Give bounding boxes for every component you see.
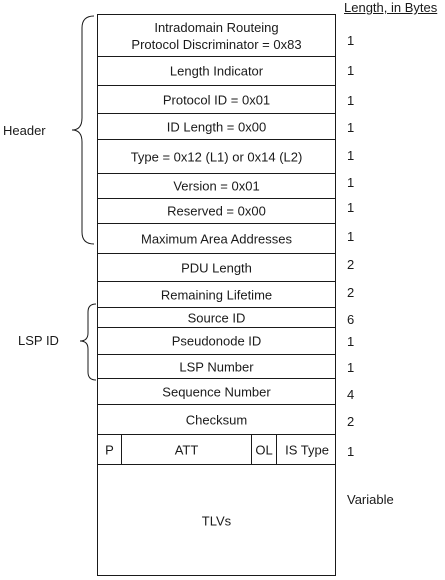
field-length: 1 (347, 148, 355, 163)
field-row: Checksum (98, 404, 335, 434)
field-label: Reserved = 0x00 (167, 203, 266, 219)
field-row: Length Indicator (98, 56, 335, 85)
field-length: 1 (347, 334, 355, 349)
field-row: Sequence Number (98, 378, 335, 404)
field-label: Length Indicator (169, 63, 264, 79)
field-length: 1 (347, 93, 355, 108)
flag-subfield: P (98, 435, 121, 464)
length-column-header: Length, in Bytes (344, 0, 438, 15)
field-label: TLVs (201, 513, 232, 529)
field-length: 1 (347, 229, 355, 244)
field-row: Version = 0x01 (98, 173, 335, 198)
flag-subfield: OL (251, 435, 276, 464)
field-length: 2 (347, 257, 355, 272)
field-label: ID Length = 0x00 (166, 119, 267, 134)
field-row: Reserved = 0x00 (98, 198, 335, 223)
field-row: Source ID (98, 307, 335, 327)
lsp-id-group-label: LSP ID (18, 333, 59, 348)
field-label: Source ID (187, 310, 246, 325)
field-row: Pseudonode ID (98, 327, 335, 354)
field-length: 1 (347, 360, 355, 375)
field-row: P ATT OL IS Type (98, 434, 335, 464)
field-length: 1 (347, 63, 355, 78)
field-length: 4 (347, 387, 355, 402)
field-length: 1 (347, 120, 355, 135)
field-label: Version = 0x01 (173, 178, 260, 194)
field-row: TLVs (98, 464, 335, 577)
field-row: Type = 0x12 (L1) or 0x14 (L2) (98, 139, 335, 173)
field-label: Type = 0x12 (L1) or 0x14 (L2) (130, 149, 303, 164)
field-length: 1 (347, 175, 355, 190)
field-label: Pseudonode ID (171, 333, 262, 349)
field-label: Checksum (185, 412, 248, 427)
field-label: Protocol ID = 0x01 (162, 92, 271, 107)
field-label: PDU Length (181, 260, 252, 275)
field-length: Variable (347, 492, 394, 507)
subfield-label: IS Type (285, 442, 329, 457)
field-row: PDU Length (98, 253, 335, 281)
lsp-id-brace (79, 303, 97, 381)
field-length: 6 (347, 312, 355, 327)
field-row: LSP Number (98, 354, 335, 378)
header-group-label: Header (3, 123, 46, 138)
field-row: ID Length = 0x00 (98, 113, 335, 139)
field-length: 1 (347, 200, 355, 215)
field-label: Remaining Lifetime (160, 287, 273, 302)
field-label: Maximum Area Addresses (140, 231, 292, 246)
field-row: Remaining Lifetime (98, 281, 335, 307)
field-length: 2 (347, 285, 355, 300)
field-row: Maximum Area Addresses (98, 223, 335, 253)
field-label: LSP Number (179, 359, 254, 374)
flag-subfield: IS Type (276, 435, 337, 464)
field-row: Protocol ID = 0x01 (98, 85, 335, 113)
subfield-label: OL (255, 442, 273, 457)
subfield-label: ATT (174, 442, 199, 457)
field-length: 1 (347, 444, 355, 459)
field-length: 1 (347, 33, 355, 48)
field-label: Sequence Number (162, 384, 271, 399)
header-brace (71, 15, 95, 245)
flag-subfield: ATT (121, 435, 251, 464)
subfield-label: P (105, 442, 114, 457)
field-length: 2 (347, 414, 355, 429)
